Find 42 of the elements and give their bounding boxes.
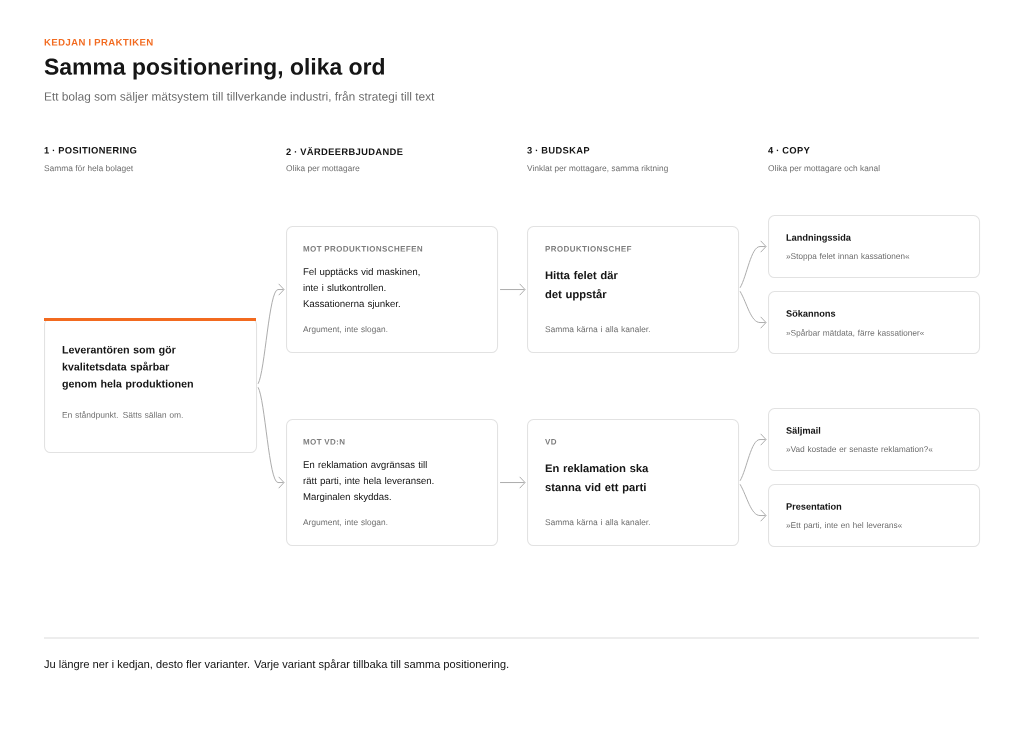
channel-quote: »Ett parti, inte en hel leverans« — [786, 522, 902, 530]
card-body: Fel upptäcks vid maskinen, inte i slutkontrollen. Kassationerna sjunker. — [303, 268, 420, 309]
column-subheading: Vinklat per mottagare, samma riktning — [527, 165, 668, 173]
card-body: En reklamation avgränsas till rätt parti, inte hela leveransen. Marginalen skyddas. — [303, 461, 434, 502]
channel-quote: »Vad kostade er senaste reklamation?« — [786, 446, 933, 453]
card-label: MOT VD:N — [303, 439, 345, 445]
card-note: Samma kärna i alla kanaler. — [545, 326, 650, 333]
column-subheading: Olika per mottagare — [286, 165, 360, 173]
eyebrow-text: KEDJAN I PRAKTIKEN — [44, 39, 153, 46]
card-note: Argument, inte slogan. — [303, 326, 388, 334]
branch-arrow — [257, 386, 285, 489]
column-subheading: Olika per mottagare och kanal — [768, 165, 880, 173]
channel-quote: »Spårbar mätdata, färre kassationer« — [786, 329, 924, 338]
card-note: Argument, inte slogan. — [303, 519, 388, 527]
branch-arrow — [739, 240, 767, 289]
card-label: VD — [545, 439, 557, 445]
card-label: PRODUKTIONSCHEF — [545, 246, 632, 252]
title: Samma positionering, olika ord — [44, 58, 384, 80]
channel-title: Sökannons — [786, 310, 836, 317]
subtitle: Ett bolag som säljer mätsystem till tillverkande industri, från strategi till text — [45, 91, 435, 104]
column-heading: 4 · COPY — [768, 147, 810, 154]
card-label: MOT PRODUKTIONSCHEFEN — [303, 246, 423, 252]
column-subheading: Samma för hela bolaget — [44, 165, 134, 173]
arrow — [499, 476, 526, 489]
card-heading: En reklamation ska stanna vid ett parti — [545, 464, 649, 494]
arrow — [499, 283, 526, 296]
branch-arrow — [739, 433, 767, 482]
card-heading: Leverantören som gör kvalitetsdata spårbar genom hela produktionen — [62, 346, 193, 390]
branch-arrow — [739, 483, 767, 522]
branch-arrow — [739, 290, 767, 329]
channel-title: Landningssida — [786, 234, 851, 243]
card-heading: Hitta felet där det uppstår — [545, 271, 618, 301]
branch-arrow — [257, 283, 285, 385]
channel-title: Presentation — [786, 503, 842, 510]
column-heading: 1 · POSITIONERING — [44, 147, 137, 154]
column-heading: 2 · VÄRDEERBJUDANDE — [286, 147, 403, 156]
column-heading: 3 · BUDSKAP — [527, 147, 590, 154]
channel-title: Säljmail — [786, 427, 821, 436]
footer-note: Ju längre ner i kedjan, desto fler varianter. Varje variant spårar tillbaka till samma positionering. — [44, 659, 509, 671]
card-note: Samma kärna i alla kanaler. — [545, 519, 650, 526]
channel-quote: »Stoppa felet innan kassationen« — [786, 253, 910, 261]
card-note: En ståndpunkt. Sätts sällan om. — [62, 411, 183, 420]
